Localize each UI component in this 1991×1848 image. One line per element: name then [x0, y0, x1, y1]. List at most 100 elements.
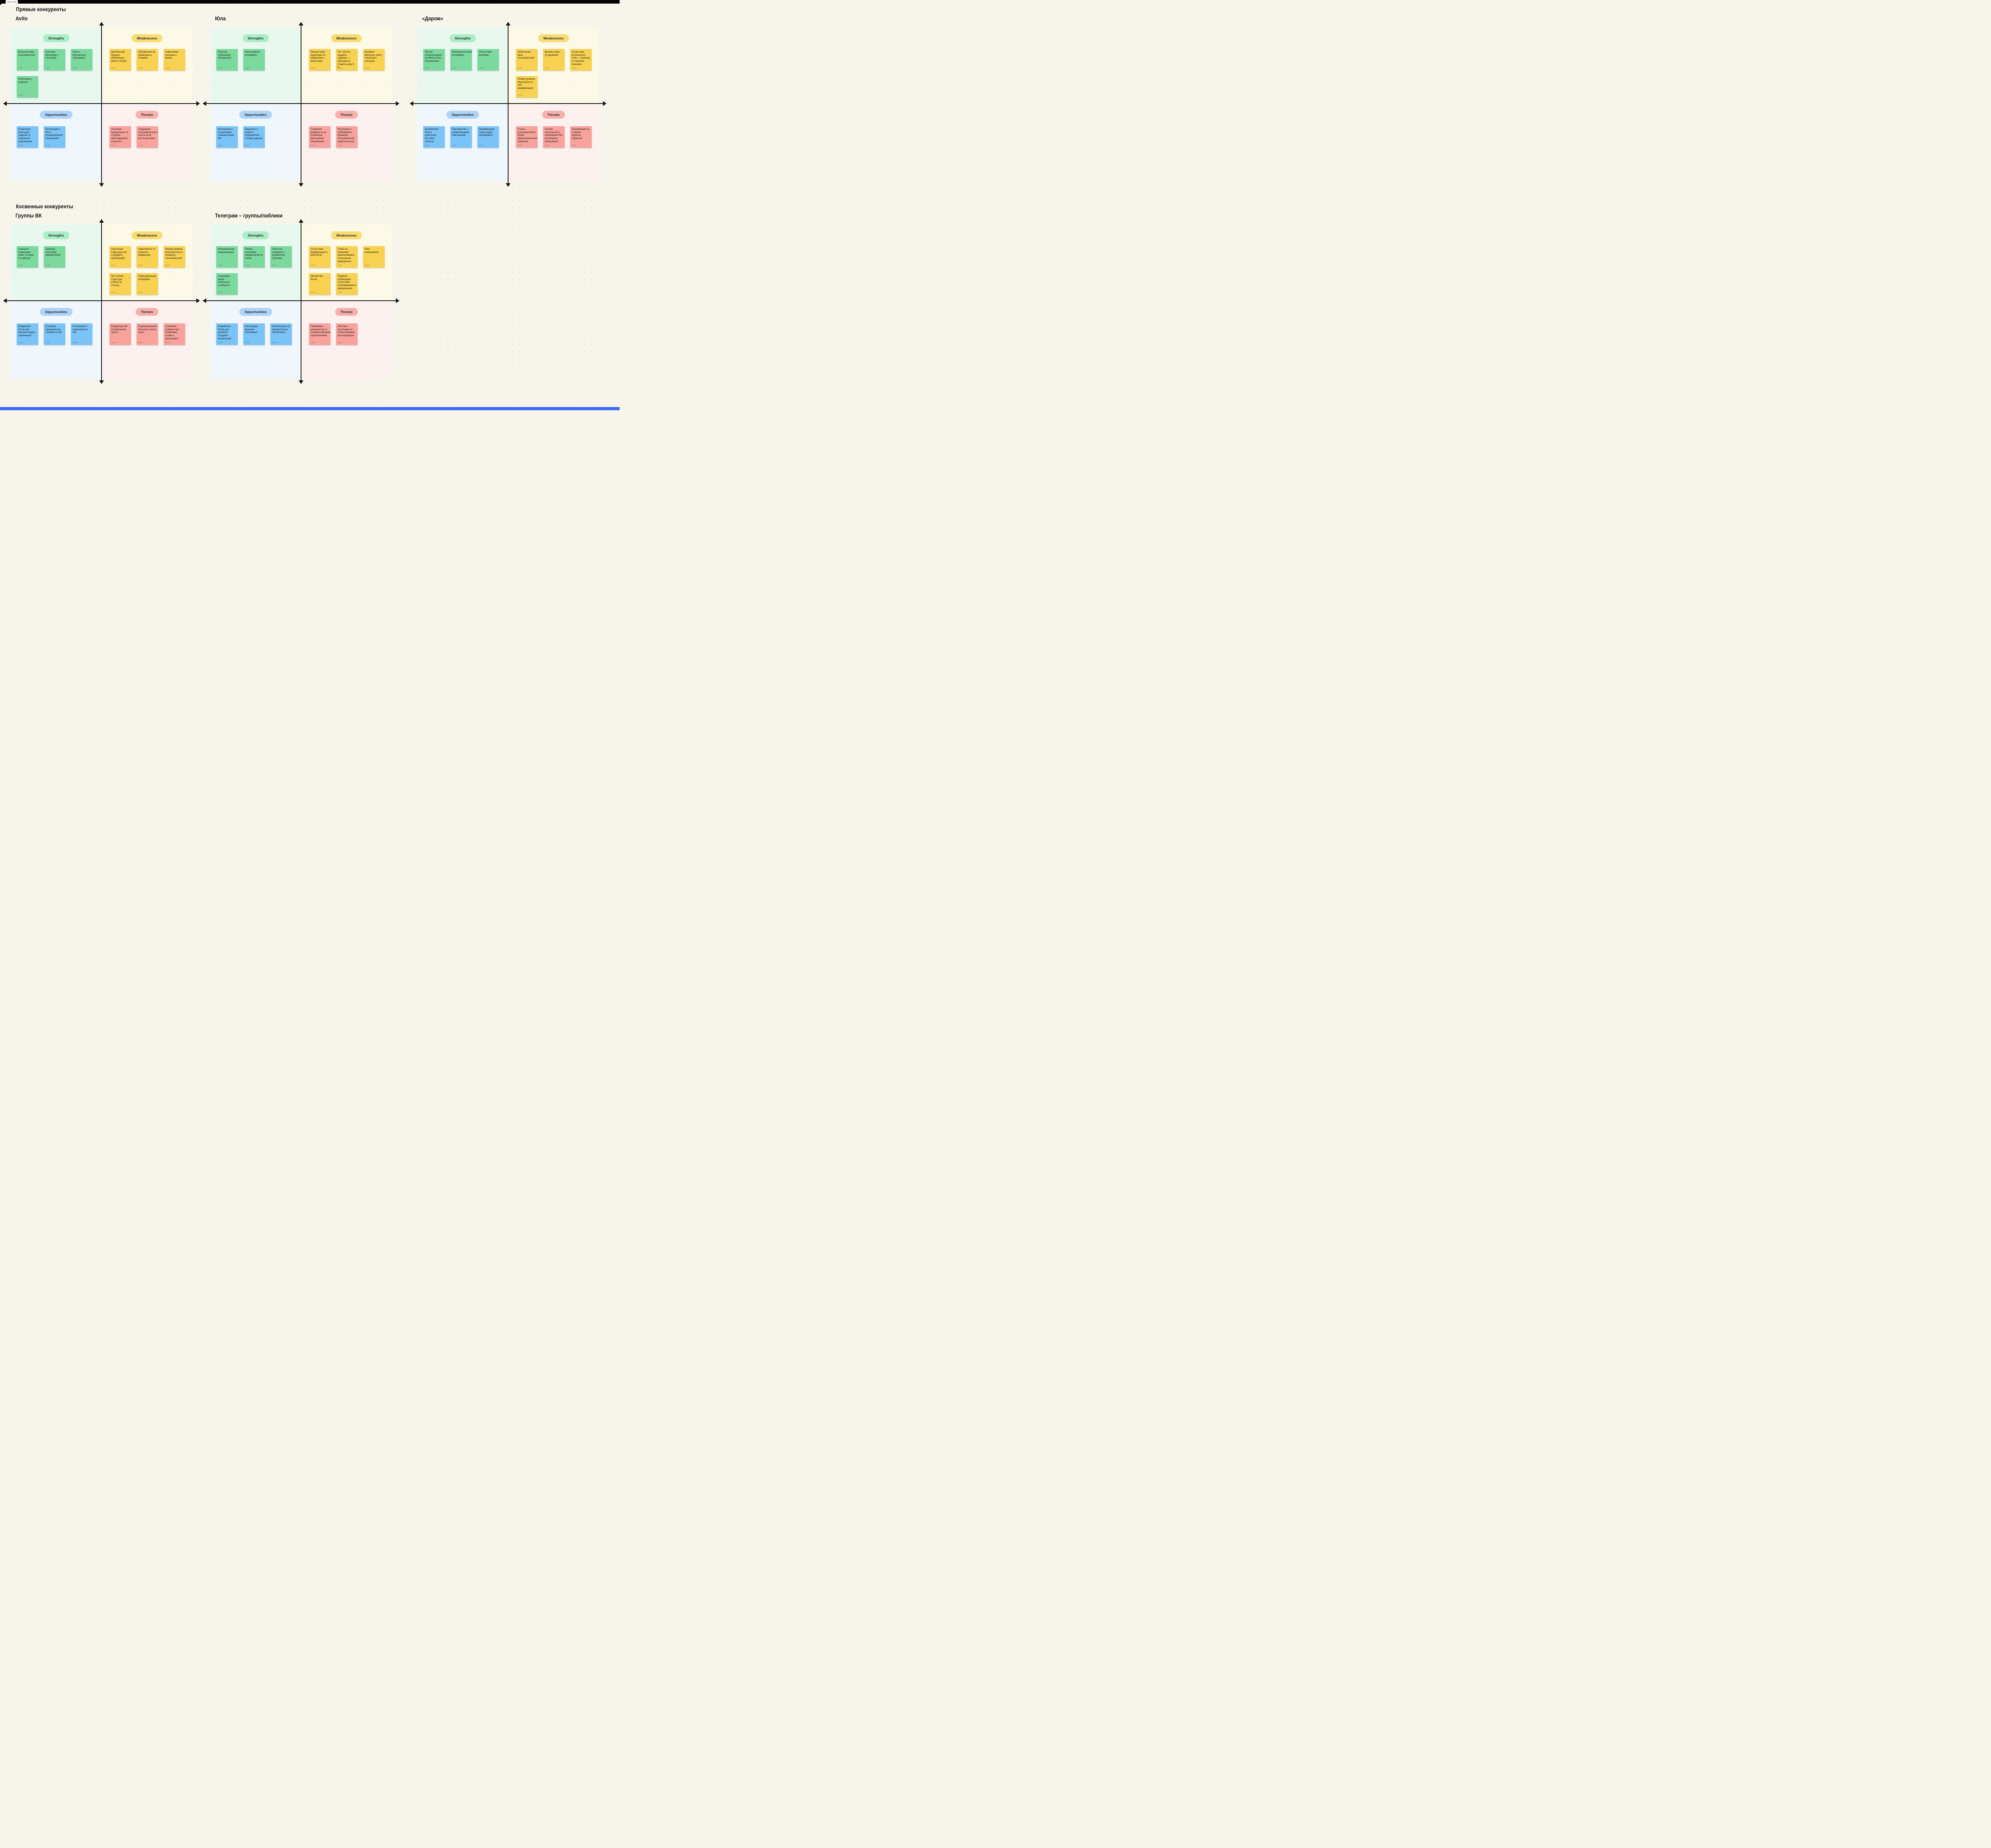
sticky-note[interactable]: Длительный процесс публикации (много пол… [110, 49, 131, 70]
sticky-author: Sergei [111, 264, 116, 266]
board-title[interactable]: Телеграм – группы/паблики [215, 213, 283, 219]
weaknesses-label-pill[interactable]: Weaknesses [331, 231, 362, 239]
sticky-note[interactable]: Жёсткие регуляции по использованию мессе… [336, 323, 358, 345]
sticky-note[interactable]: Ухудшение пользовательского опыта из-за … [137, 126, 158, 148]
sticky-author: Sergei [45, 67, 50, 69]
weaknesses-label-pill[interactable]: Weaknesses [331, 34, 362, 42]
board-title[interactable]: Группы ВК [16, 213, 42, 219]
sticky-note[interactable]: Модерация ВК (ограничение групп)Sergei [110, 323, 131, 345]
sticky-note[interactable]: Хаотичная структура (нет стандарта публи… [110, 246, 131, 268]
weaknesses-label-pill[interactable]: Weaknesses [538, 34, 569, 42]
opportunities-label-pill[interactable]: Opportunities [239, 308, 272, 316]
sticky-note[interactable]: Добавление чата и шаблонов быстрых ответ… [423, 126, 445, 148]
sticky-note[interactable]: Интеграция с ЖК и управляющими компаниям… [44, 126, 65, 148]
strengths-label-pill[interactable]: Strengths [43, 34, 69, 42]
threats-label-pill[interactable]: Threats [335, 111, 358, 119]
sticky-note[interactable]: Поиск не позволяет реализовывать полноце… [336, 246, 358, 268]
weaknesses-label-pill[interactable]: Weaknesses [131, 231, 162, 239]
sticky-note[interactable]: Правила публикации, отсутствие интегриро… [336, 273, 358, 295]
sticky-note[interactable]: Низкий уровень безопасности и проверок п… [164, 246, 185, 268]
sticky-note[interactable]: Внедрение ботов для автоматизации публик… [17, 323, 38, 345]
board-title[interactable]: Юла [215, 16, 226, 22]
opportunities-label-pill[interactable]: Opportunities [40, 111, 72, 119]
opportunities-label-pill[interactable]: Opportunities [40, 308, 72, 316]
strengths-label-pill[interactable]: Strengths [243, 34, 269, 42]
axis-arrow-up-icon [299, 22, 303, 25]
section-title[interactable]: Косвенные конкуренты [16, 204, 73, 209]
sticky-text: Чаты и безопасные транзакции [72, 51, 86, 60]
section-title[interactable]: Прямые конкуренты [16, 6, 66, 12]
sticky-note[interactable]: Потеря актуальности приложения без регул… [543, 126, 565, 148]
board-title[interactable]: Avito [16, 16, 28, 22]
sticky-note[interactable]: Снижение доверия при появлении спама и ф… [164, 323, 185, 345]
opportunities-label-pill[interactable]: Opportunities [239, 111, 272, 119]
sticky-note[interactable]: Снижение доверия из-за появления фальшив… [309, 126, 331, 148]
sticky-note[interactable]: Нет чёткого раздела «Даром» — приходится… [336, 49, 358, 70]
axis-arrow-up-icon [506, 22, 510, 25]
sticky-note[interactable]: Отделение категории «Даром» в отдельное … [17, 126, 38, 148]
sticky-note[interactable]: Утечка пользователей к более функциональ… [516, 126, 538, 148]
sticky-note[interactable]: Появление конкурентов со специализирован… [309, 323, 331, 345]
opportunities-label-pill[interactable]: Opportunities [446, 111, 479, 119]
sticky-note[interactable]: Сильный локальный охват (соседи по район… [17, 246, 38, 268]
weaknesses-label-pill[interactable]: Weaknesses [131, 34, 162, 42]
sticky-note[interactable]: Усиление конкуренции со стороны мессендж… [110, 126, 131, 148]
threats-label-pill[interactable]: Threats [135, 308, 158, 316]
strengths-label-pill[interactable]: Strengths [243, 231, 269, 239]
sticky-note[interactable]: Чёткая специализация на бесплатных объяв… [423, 49, 445, 70]
threats-label-pill[interactable]: Threats [135, 111, 158, 119]
sticky-note[interactable]: Низкий уровень безопасности (нет верифик… [516, 76, 538, 98]
strengths-label-pill[interactable]: Strengths [450, 34, 476, 42]
sticky-note[interactable]: Малый охват аудитории по сравнению с ана… [309, 49, 331, 70]
board-title[interactable]: «Даром» [422, 16, 444, 22]
threats-label-pill[interactable]: Threats [335, 308, 358, 316]
sticky-note[interactable]: Выделить и развить направление «Отдам да… [243, 126, 265, 148]
sticky-author: Sergei [572, 144, 577, 146]
sticky-note[interactable]: Базовые фильтры, мало локальных настроек… [363, 49, 385, 70]
sticky-author: Sergei [111, 144, 116, 146]
sticky-note[interactable]: Отсутствие встроенного чата — переход в … [570, 49, 592, 70]
canvas-tab[interactable]: SWOT Canvas [6, 0, 18, 4]
threats-label-pill[interactable]: Threats [542, 111, 565, 119]
opportunities-notes: Отделение категории «Даром» в отдельное … [17, 126, 99, 148]
sticky-note[interactable]: Разработка ботов для удобного создания о… [216, 323, 238, 345]
sticky-text: Базовые фильтры, мало локальных настроек [365, 51, 382, 63]
strengths-label-pill[interactable]: Strengths [43, 231, 69, 239]
sticky-note[interactable]: Регуляция и требования к проверке пользо… [336, 126, 358, 148]
